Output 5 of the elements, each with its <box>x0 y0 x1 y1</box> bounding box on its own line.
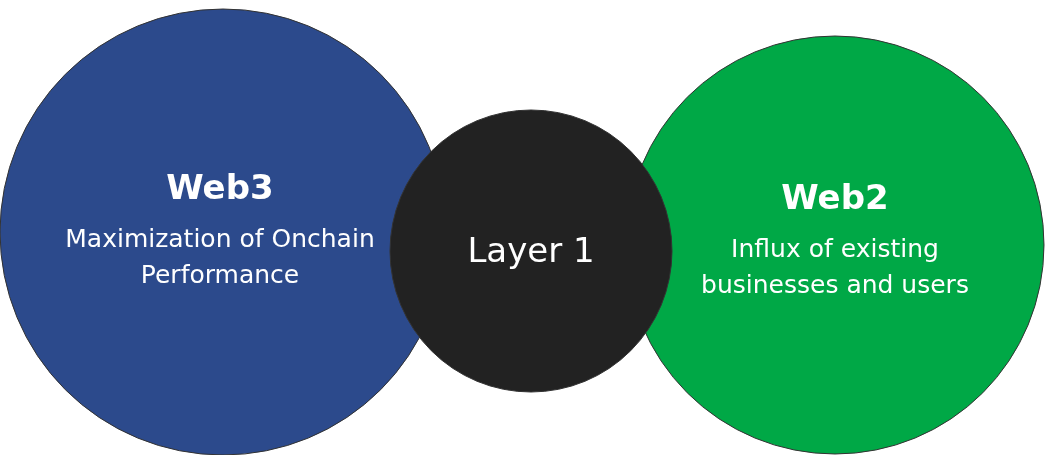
circle-heading: Web2 <box>781 177 889 217</box>
circle-description: Maximization of Onchain Performance <box>64 223 376 291</box>
circle-label: Layer 1 <box>467 230 595 270</box>
circle-description: Influx of existing businesses and users <box>700 233 970 301</box>
circle-heading: Web3 <box>166 167 274 207</box>
